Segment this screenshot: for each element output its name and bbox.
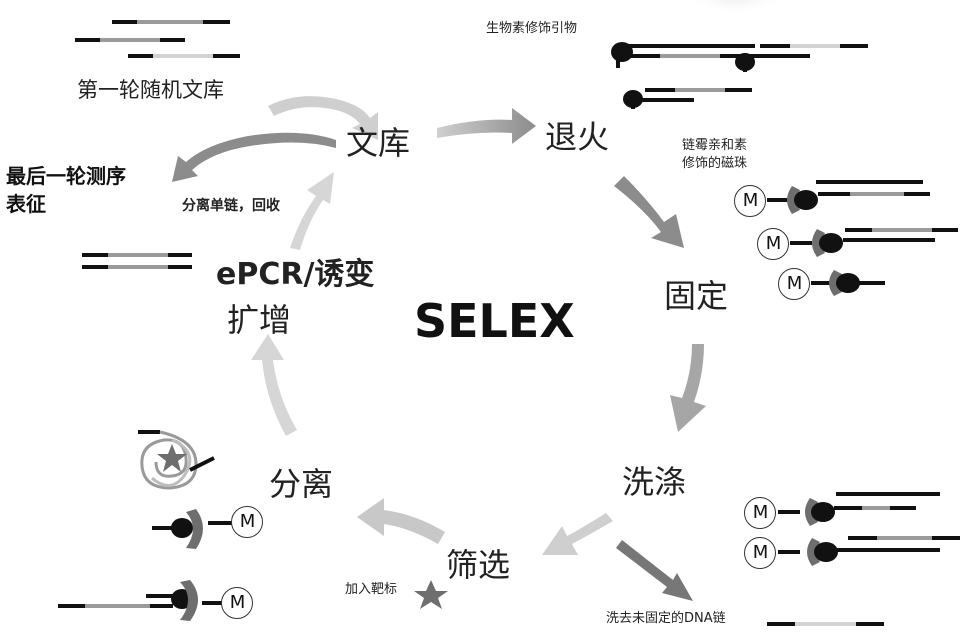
arrow-screening-to-separation <box>357 498 445 544</box>
random-library-strands <box>75 22 240 56</box>
add-target-star-icon <box>414 580 448 609</box>
bead-assembly <box>58 580 222 621</box>
biotin-ball <box>611 42 633 62</box>
washed-beads-group <box>778 494 960 566</box>
bead-label: M <box>744 544 777 562</box>
note-final-round-line2: 表征 <box>6 194 46 214</box>
bead-label: M <box>221 594 254 612</box>
bead-label: M <box>734 192 767 210</box>
bead-assembly <box>778 538 960 566</box>
note-streptavidin-beads-line1: 链霉亲和素 <box>682 139 747 152</box>
arrow-separation-to-amplification <box>251 334 297 436</box>
note-streptavidin-beads-line2: 修饰的磁珠 <box>682 157 747 170</box>
step-separation: 分离 <box>269 468 333 500</box>
arrow-library-to-final-round <box>172 133 336 182</box>
arrow-amplification-to-library <box>290 172 334 250</box>
diagram-title: SELEX <box>414 298 575 344</box>
note-add-target: 加入靶标 <box>345 583 397 596</box>
note-separate-single-strand: 分离单链，回收 <box>182 199 280 213</box>
bead-assembly <box>152 509 232 549</box>
bead-label: M <box>757 235 790 253</box>
note-biotin-primer: 生物素修饰引物 <box>486 22 577 35</box>
corner-shade <box>690 0 780 12</box>
step-amplification-line2: 扩增 <box>227 304 291 336</box>
arrow-fixation-to-washing <box>670 344 706 432</box>
step-fixation: 固定 <box>664 280 728 312</box>
bead-label: M <box>778 275 811 293</box>
bead-assembly <box>790 229 958 257</box>
bead-label: M <box>744 504 777 522</box>
bead-label: M <box>231 513 264 531</box>
step-screening: 筛选 <box>446 549 510 581</box>
note-wash-unfixed-dna: 洗去未固定的DNA链 <box>606 612 726 625</box>
step-amplification-line1: ePCR/诱变 <box>216 260 374 290</box>
bead-assembly <box>778 494 940 526</box>
bead-assembly <box>811 270 885 296</box>
bead-assembly <box>767 182 930 214</box>
step-washing: 洗涤 <box>622 466 686 498</box>
separated-beads-group <box>58 509 232 621</box>
note-first-round-library: 第一轮随机文库 <box>77 80 224 101</box>
step-annealing: 退火 <box>545 121 609 153</box>
arrow-wash-out <box>616 540 693 601</box>
amplified-double-strand <box>82 255 192 267</box>
step-library: 文库 <box>346 127 410 159</box>
arrow-library-to-annealing <box>437 108 536 144</box>
arrow-annealing-to-fixation <box>614 176 684 248</box>
arrow-washing-to-screening <box>542 513 613 555</box>
note-final-round-line1: 最后一轮测序 <box>6 166 126 186</box>
